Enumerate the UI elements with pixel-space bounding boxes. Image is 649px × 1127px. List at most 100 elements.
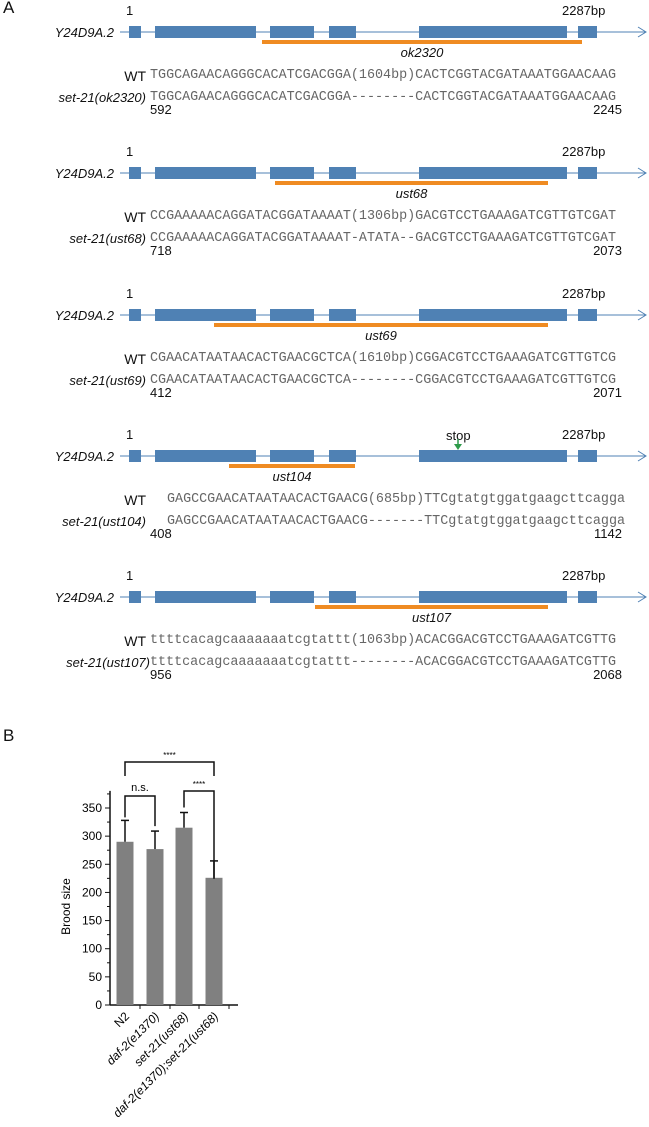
wt-label: WT [124, 68, 146, 84]
arrow-head-icon [637, 450, 647, 462]
mutant-sequence: TGGCAGAACAGGGCACATCGACGGA--------CACTCGG… [150, 90, 617, 105]
bar-daf-2(e1370) [146, 849, 164, 1005]
gene-model [120, 308, 647, 327]
significance-label: n.s. [131, 782, 149, 794]
panel-b-label: B [3, 726, 15, 745]
gene-name-label: Y24D9A.2 [54, 25, 114, 40]
wt-label: WT [124, 491, 146, 508]
left-position: 718 [150, 243, 172, 259]
significance-label: **** [193, 780, 205, 789]
start-position-label: 1 [126, 144, 134, 160]
exon [419, 26, 567, 38]
exon [129, 308, 141, 321]
exon [129, 591, 141, 604]
allele-label: ust69 [365, 327, 397, 343]
right-position: 2068 [593, 667, 622, 683]
gene-name-label: Y24D9A.2 [54, 448, 114, 464]
mutant-sequence: CCGAAAAACAGGATACGGATAAAAT-ATATA--GACGTCC… [150, 231, 617, 247]
allele-label: ust107 [411, 610, 452, 626]
start-position-label: 1 [126, 426, 134, 442]
gene-model [120, 167, 647, 186]
end-position-label: 2287bp [562, 568, 606, 584]
y-tick-label: 150 [82, 914, 102, 928]
significance-bracket [124, 761, 215, 776]
exon [329, 591, 356, 604]
exon [270, 26, 314, 38]
y-tick-label: 300 [82, 829, 102, 843]
exon [419, 591, 567, 604]
exon [578, 26, 597, 38]
deletion-bar [315, 605, 548, 610]
exon [155, 308, 256, 321]
arrow-head-icon [637, 167, 647, 179]
exon [329, 449, 356, 462]
exon [155, 449, 256, 462]
exon [578, 167, 597, 180]
end-position-label: 2287bp [562, 3, 606, 18]
allele-label: ok2320 [400, 45, 444, 60]
left-position: 412 [150, 384, 172, 400]
start-position-label: 1 [126, 3, 134, 18]
exon [419, 449, 567, 462]
exon [155, 167, 256, 180]
exon [578, 308, 597, 321]
wt-label: WT [124, 633, 146, 650]
mutant-label: set-21(ust68) [69, 231, 146, 247]
right-position: 1142 [594, 525, 622, 541]
y-tick-label: 50 [89, 970, 103, 984]
end-position-label: 2287bp [562, 285, 606, 301]
left-position: 592 [150, 102, 172, 117]
left-position: 408 [150, 525, 172, 541]
exon [270, 449, 314, 462]
start-position-label: 1 [126, 285, 134, 301]
gene-name-label: Y24D9A.2 [54, 590, 114, 606]
wt-sequence: CCGAAAAACAGGATACGGATAAAAT(1306bp)GACGTCC… [150, 209, 617, 225]
exon [270, 308, 314, 321]
start-position-label: 1 [126, 568, 134, 584]
wt-label: WT [124, 209, 146, 226]
wt-sequence: CGAACATAATAACACTGAACGCTCA(1610bp)CGGACGT… [150, 350, 617, 366]
mutant-sequence: ttttcacagcaaaaaaatcgtattt--------ACACGGA… [150, 655, 617, 671]
bar-N2 [116, 841, 134, 1005]
significance-bracket [183, 790, 215, 879]
mutant-label: set-21(ust69) [69, 372, 146, 388]
arrow-head-icon [637, 26, 647, 38]
wt-sequence: ttttcacagcaaaaaaatcgtattt(1063bp)ACACGGA… [150, 633, 617, 649]
right-position: 2073 [593, 243, 622, 259]
wt-sequence: TGGCAGAACAGGGCACATCGACGGA(1604bp)CACTCGG… [150, 68, 617, 83]
mutant-label: set-21(ust104) [62, 513, 146, 529]
exon [419, 167, 567, 180]
y-tick-label: 350 [82, 801, 102, 815]
mutant-sequence: CGAACATAATAACACTGAACGCTCA--------CGGACGT… [150, 372, 617, 388]
exon [270, 591, 314, 604]
exon [270, 167, 314, 180]
significance-label: **** [163, 751, 175, 760]
gene-model [120, 591, 647, 610]
end-position-label: 2287bp [562, 144, 606, 160]
deletion-bar [214, 322, 548, 327]
gene-model [120, 26, 647, 44]
exon [329, 167, 356, 180]
gene-name-label: Y24D9A.2 [54, 307, 114, 323]
gene-name-label: Y24D9A.2 [54, 166, 114, 182]
exon [329, 308, 356, 321]
exon [155, 26, 256, 38]
wt-sequence: GAGCCGAACATAATAACACTGAACG(685bp)TTCgtatg… [167, 491, 626, 507]
exon [419, 308, 567, 321]
wt-label: WT [124, 350, 146, 367]
left-position: 956 [150, 667, 172, 683]
end-position-label: 2287bp [562, 426, 606, 442]
exon [578, 591, 597, 604]
allele-label: ust104 [272, 468, 312, 484]
mutant-label: set-21(ok2320) [58, 90, 146, 105]
exon [129, 449, 141, 462]
y-tick-label: 0 [95, 998, 102, 1012]
mutant-sequence: GAGCCGAACATAATAACACTGAACG-------TTCgtatg… [167, 513, 626, 529]
y-tick-label: 100 [82, 942, 102, 956]
right-position: 2245 [593, 102, 622, 117]
significance-bracket [124, 795, 156, 827]
exon [329, 26, 356, 38]
allele-label: ust68 [395, 186, 428, 202]
exon [129, 167, 141, 180]
